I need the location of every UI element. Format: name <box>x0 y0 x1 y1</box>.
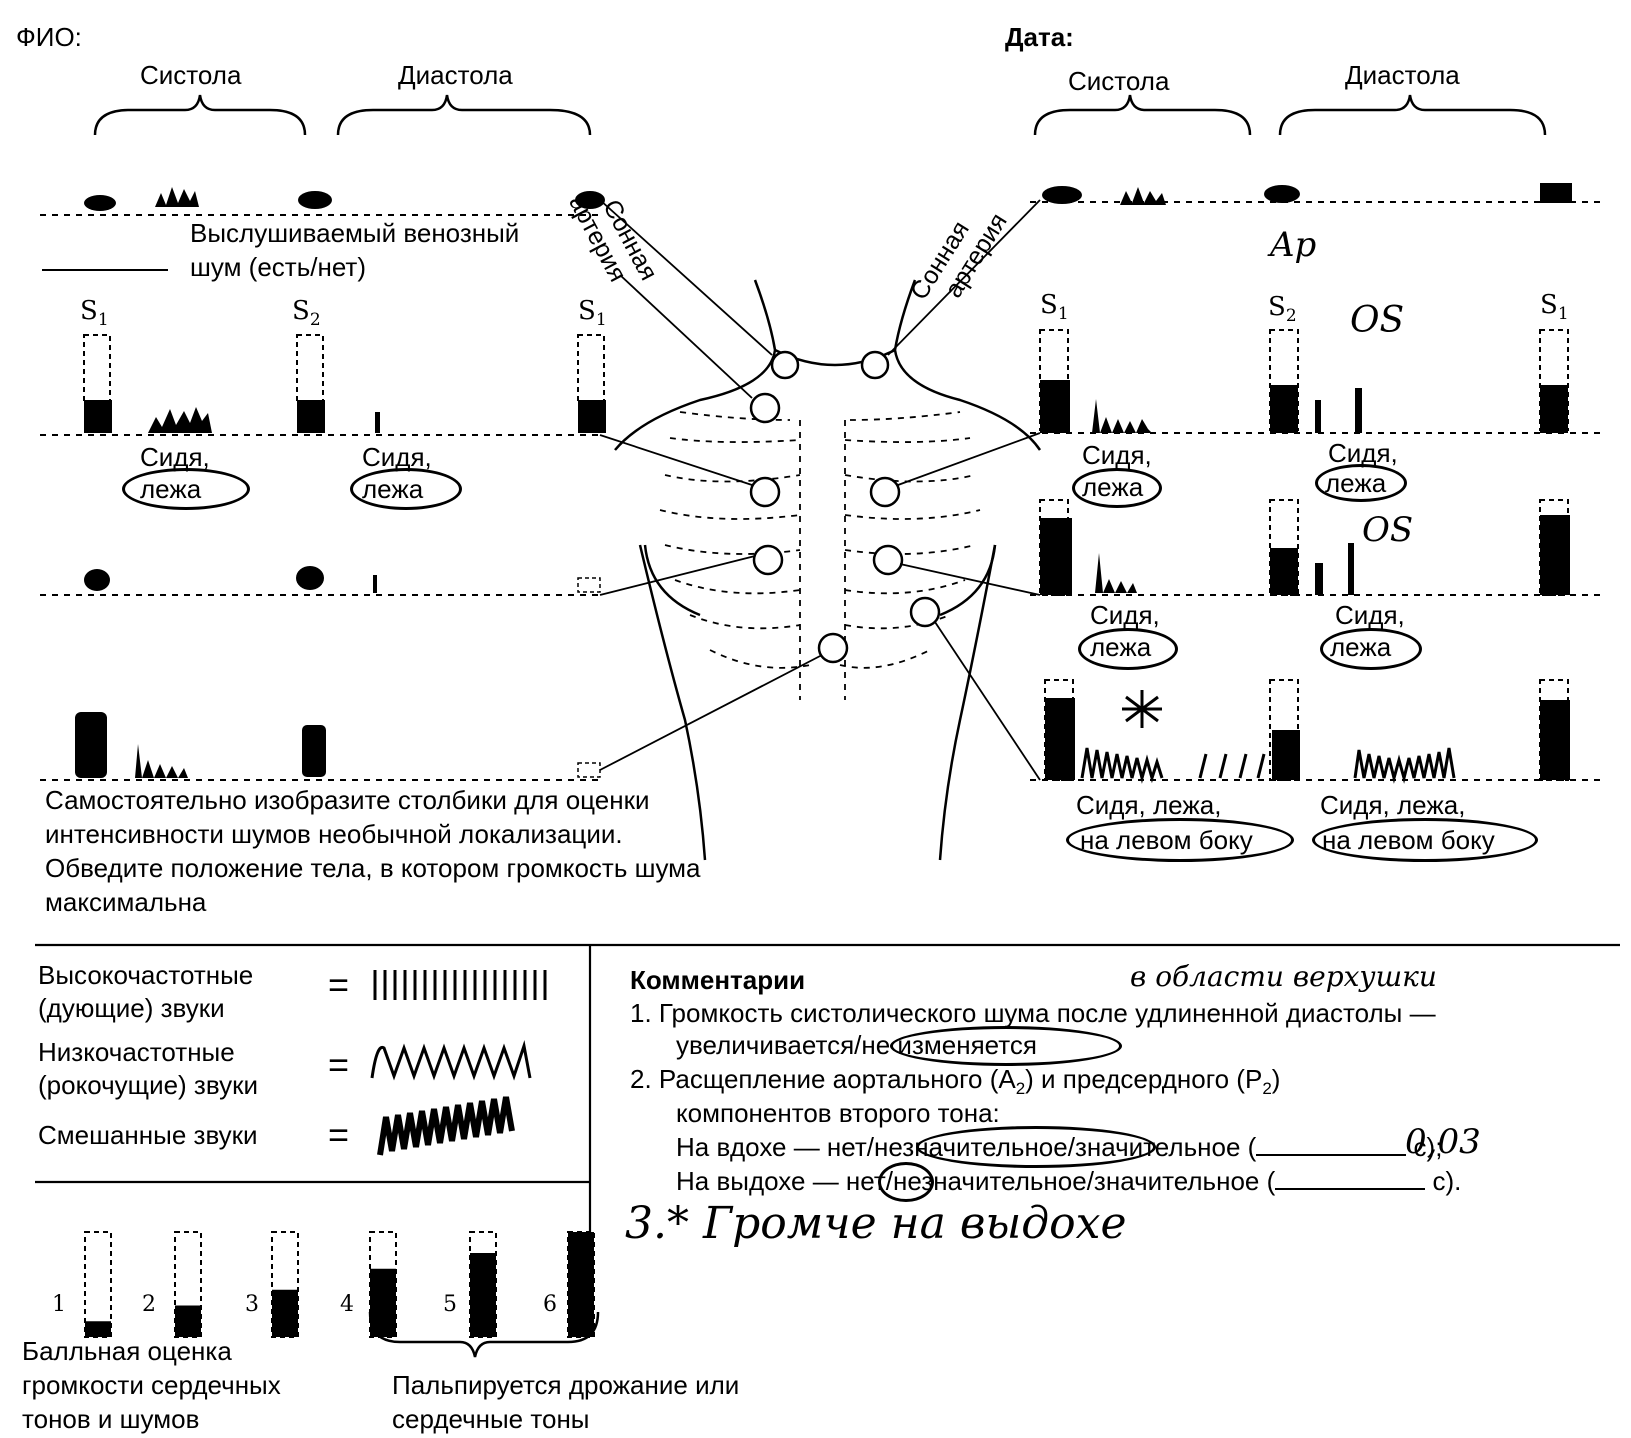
legend-eq-1: = <box>328 964 350 1005</box>
comment-1b-circle <box>890 1026 1122 1066</box>
left-systole-label: Систола <box>140 60 242 90</box>
left-systole-brace <box>93 94 307 136</box>
scale-caption-line1: Балльная оценка <box>22 1336 232 1366</box>
r4-dia-line1: Сидя, лежа, <box>1320 790 1466 820</box>
legend-high-line2: (дующие) звуки <box>38 993 225 1023</box>
left-diastole-label: Диастола <box>398 60 513 90</box>
r2-dia-sitting: Сидя, <box>1328 438 1398 468</box>
left-sys-sitting: Сидя, <box>140 442 210 472</box>
hw-ap: Ap <box>1270 225 1317 265</box>
grade-bar-fill-5 <box>470 1253 496 1337</box>
left-dia-sitting: Сидя, <box>362 442 432 472</box>
comment-2b: компонентов второго тона: <box>676 1098 1000 1128</box>
r2-dia-circle <box>1315 464 1407 502</box>
grade-bar-fill-4 <box>370 1268 396 1337</box>
xiphoid-circle <box>817 632 849 664</box>
grade-4: 4 <box>340 1292 354 1317</box>
right-systole-label: Систола <box>1068 66 1170 96</box>
scale-caption-line2: громкости сердечных <box>22 1370 281 1400</box>
low-freq-sample <box>370 1040 532 1081</box>
venous-noise-line2: шум (есть/нет) <box>190 252 366 282</box>
instructions-line1: Самостоятельно изобразите столбики для о… <box>45 785 650 815</box>
right-s2-label: S2 <box>1268 292 1297 326</box>
grade-scale <box>84 1231 595 1338</box>
legend-mixed: Смешанные звуки <box>38 1120 258 1150</box>
carotid-right-circle <box>860 350 890 380</box>
mixed-freq-sample <box>377 1096 515 1156</box>
grade-3: 3 <box>245 1292 259 1317</box>
right-diastole-brace <box>1278 94 1547 136</box>
legend-low-line2: (рокочущие) звуки <box>38 1070 258 1100</box>
r4-dia-circle <box>1312 818 1538 862</box>
comment-2a: 2. Расщепление аортального (A2) и предсе… <box>630 1064 1281 1098</box>
instructions-line4: максимальна <box>45 887 207 917</box>
left-diastole-brace <box>336 94 592 136</box>
left-s1b-label: S1 <box>578 296 607 330</box>
grade-bar-fill-1 <box>85 1321 111 1337</box>
left-dia-circle <box>350 468 462 510</box>
inhale-value: 0,03 <box>1405 1122 1481 1162</box>
inhale-circle <box>916 1126 1156 1168</box>
instructions-line2: интенсивности шумов необычной локализаци… <box>45 819 623 849</box>
grade-5: 5 <box>443 1292 457 1317</box>
comment-exhale: На выдохе — нет/незначительное/значитель… <box>676 1166 1462 1196</box>
tricuspid-left-circle <box>752 544 784 576</box>
left-s1-label: S1 <box>80 296 109 330</box>
palpation-brace <box>368 1311 600 1358</box>
aortic-point-circle <box>770 350 800 380</box>
venous-noise-line1: Выслушиваемый венозный <box>190 218 520 248</box>
left-sys-circle <box>122 468 250 510</box>
high-freq-sample <box>373 970 547 1000</box>
hw-os-1: OS <box>1350 300 1405 341</box>
right-s1b-label: S1 <box>1540 290 1569 324</box>
r2-sys-sitting: Сидя, <box>1082 440 1152 470</box>
instructions-line3: Обведите положение тела, в котором громк… <box>45 853 701 883</box>
grade-1: 1 <box>52 1292 66 1317</box>
grade-bar-fill-2 <box>175 1305 201 1337</box>
pulmonic-left-circle <box>749 392 781 424</box>
legend-low-line1: Низкочастотные <box>38 1037 235 1067</box>
r4-sys-line1: Сидя, лежа, <box>1076 790 1222 820</box>
comments-title: Комментарии <box>630 965 806 995</box>
erb-right-circle <box>869 476 901 508</box>
r4-sys-circle <box>1066 818 1294 862</box>
grade-bar-fill-3 <box>272 1289 298 1337</box>
grade-bar-fill-6 <box>568 1232 594 1337</box>
hw-note: 3.* Громче на выдохе <box>625 1198 1127 1249</box>
date-label: Дата: <box>1005 22 1074 52</box>
right-diastole-label: Диастола <box>1345 60 1460 90</box>
grade-6: 6 <box>543 1292 557 1317</box>
exhale-circle <box>878 1162 934 1202</box>
r3-sys-sitting: Сидя, <box>1090 600 1160 630</box>
tricuspid-right-circle <box>872 544 904 576</box>
fio-label: ФИО: <box>16 22 82 52</box>
palp-caption-line2: сердечные тоны <box>392 1404 590 1434</box>
palp-caption-line1: Пальпируется дрожание или <box>392 1370 740 1400</box>
grade-2: 2 <box>142 1292 156 1317</box>
scale-caption-line3: тонов и шумов <box>22 1404 200 1434</box>
r3-dia-circle <box>1320 628 1422 670</box>
legend-high-line1: Высокочастотные <box>38 960 254 990</box>
r3-sys-circle <box>1078 628 1178 670</box>
apex-circle <box>909 596 941 628</box>
erb-left-circle <box>749 476 781 508</box>
hw-os-2: OS <box>1362 510 1414 550</box>
legend-eq-2: = <box>328 1044 350 1085</box>
right-s1-label: S1 <box>1040 290 1069 324</box>
legend-eq-3: = <box>328 1114 350 1155</box>
right-systole-brace <box>1033 94 1252 136</box>
hw-location: в области верхушки <box>1130 960 1437 993</box>
r3-dia-sitting: Сидя, <box>1335 600 1405 630</box>
r2-sys-circle <box>1072 468 1162 508</box>
comment-1a: 1. Громкость систолического шума после у… <box>630 998 1436 1028</box>
left-s2-label: S2 <box>292 296 321 330</box>
